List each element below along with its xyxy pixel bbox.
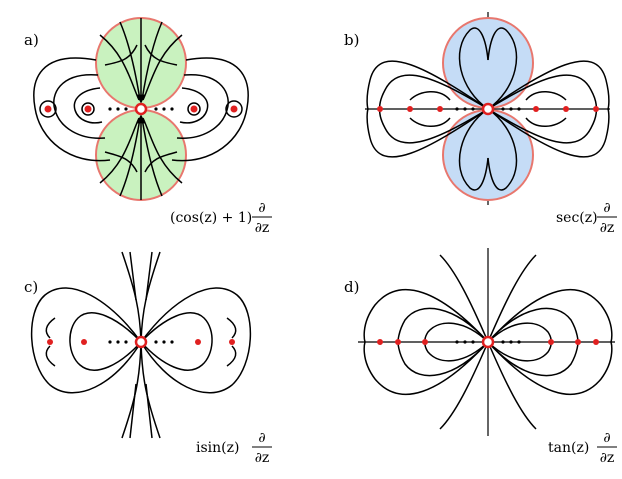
panel-b-origin-marker — [481, 102, 495, 116]
panel-c-origin-marker — [134, 335, 148, 349]
panel-a-real-axis-dots — [108, 107, 174, 111]
panel-d-origin-marker — [481, 335, 495, 349]
panel-c-caption: isin(z) ∂ ∂z — [196, 430, 272, 466]
svg-text:∂z: ∂z — [600, 220, 615, 236]
svg-text:∂: ∂ — [258, 200, 265, 216]
panel-b-real-axis-dots — [455, 107, 521, 111]
panel-d-caption: tan(z) ∂ ∂z — [548, 430, 617, 466]
svg-text:(cos(z) + 1): (cos(z) + 1) — [170, 210, 252, 226]
panel-b-caption: sec(z) ∂ ∂z — [556, 200, 617, 236]
panel-d: d) — [344, 248, 617, 466]
panel-a: a) — [24, 17, 272, 236]
svg-text:∂z: ∂z — [255, 450, 270, 466]
panel-a-zeros — [44, 105, 238, 113]
svg-text:∂: ∂ — [603, 430, 610, 446]
panel-c: c) — [24, 251, 272, 466]
svg-text:tan(z): tan(z) — [548, 440, 589, 456]
panel-b-upper-disk — [442, 17, 534, 109]
panel-a-flow-lines — [33, 18, 249, 200]
panel-c-zeros — [47, 339, 235, 345]
panel-d-real-axis-dots — [455, 340, 521, 344]
panel-c-real-axis-dots — [108, 340, 174, 344]
svg-text:∂: ∂ — [258, 430, 265, 446]
panel-b-label: b) — [344, 31, 359, 49]
svg-text:∂z: ∂z — [255, 220, 270, 236]
svg-text:isin(z): isin(z) — [196, 440, 239, 456]
panel-b-shaded-disks — [442, 17, 534, 201]
svg-text:sec(z): sec(z) — [556, 210, 598, 226]
panel-d-label: d) — [344, 278, 359, 296]
panel-a-caption: (cos(z) + 1) ∂ ∂z — [170, 200, 272, 236]
panel-b-lower-disk — [442, 109, 534, 201]
panel-c-label: c) — [24, 278, 38, 296]
panel-b-poles — [377, 106, 599, 112]
panel-a-origin-marker — [134, 102, 148, 116]
svg-text:∂: ∂ — [603, 200, 610, 216]
svg-text:∂z: ∂z — [600, 450, 615, 466]
panel-b: b) — [344, 12, 617, 236]
panel-a-label: a) — [24, 31, 39, 49]
panel-d-zeros — [377, 339, 599, 345]
